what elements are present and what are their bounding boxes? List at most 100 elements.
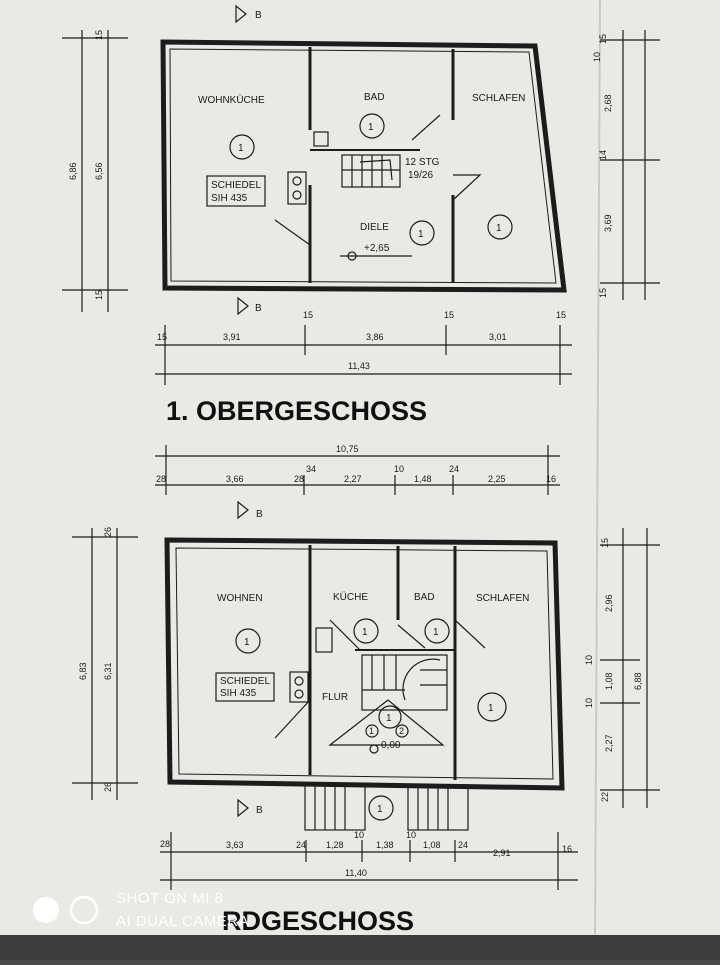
dim-left-3: 15: [94, 290, 104, 300]
ground-door-swing: [329, 619, 361, 651]
ground-chimney-box: [215, 672, 275, 702]
ground-floor-title: RDGESCHOSS: [222, 906, 414, 936]
ground-door-swing: [397, 624, 426, 649]
stair-steps-label: 12 STG: [405, 157, 440, 168]
dim-gbot-2: 24: [296, 840, 306, 850]
room-number: 1: [368, 122, 374, 133]
dim-gbot-5: 1,38: [376, 840, 394, 850]
ground-stove-burner: [294, 676, 304, 686]
upper-floor-labels: B B WOHNKÜCHE BAD SCHLAFEN DIELE +2,65 1…: [68, 10, 613, 426]
ground-floor-labels: 10,75 28 3,66 28 34 2,27 10 1,48 24 2,25…: [78, 444, 643, 936]
watermark-line-1: SHOT ON MI 8: [116, 890, 223, 907]
room-label-kueche: KÜCHE: [333, 591, 368, 603]
dim-left-2: 15: [94, 30, 104, 40]
upper-door-swing: [411, 114, 441, 141]
dim-gright-4: 10: [584, 698, 594, 708]
ground-door-swing: [454, 619, 486, 649]
dim-top-3: 3,86: [366, 332, 384, 342]
chimney-label-1: SCHIEDEL: [211, 180, 261, 191]
dim-gright-6: 2,27: [604, 734, 614, 752]
ground-level-marker: [369, 744, 379, 754]
dim-total: 11,43: [348, 361, 370, 371]
stair-arrow: [359, 159, 393, 181]
dim-top-5: 3,01: [489, 332, 507, 342]
dim-right-0: 15: [598, 34, 608, 44]
dim-gbot-4: 10: [354, 830, 364, 840]
chimney-label-1: SCHIEDEL: [220, 676, 270, 687]
chimney-label-2: SIH 435: [220, 688, 257, 699]
ground-stove: [289, 671, 309, 703]
section-label-top: B: [255, 10, 262, 21]
room-number-small: 1: [369, 726, 374, 736]
section-marker-top: [235, 4, 247, 24]
upper-floor-title: 1. OBERGESCHOSS: [166, 396, 427, 426]
dim-right-5: 15: [598, 288, 608, 298]
dim-overall: 10,75: [336, 444, 359, 454]
dim-left-0: 6,86: [68, 162, 78, 180]
room-number-small-2: 2: [399, 726, 404, 736]
ground-inner-wall-line: [175, 547, 554, 780]
section-marker-bottom: [237, 296, 249, 316]
upper-stove: [287, 171, 307, 205]
dim-gtop-7: 24: [449, 464, 459, 474]
dim-gbot-9: 2,91: [493, 848, 511, 858]
dim-gbot-1: 3,63: [226, 840, 244, 850]
watermark-logo-dot: [33, 897, 59, 923]
room-marker-bad: [359, 113, 385, 139]
room-marker-wohnkueche: [229, 134, 255, 160]
dim-gleft-0: 6,83: [78, 662, 88, 680]
room-marker-flur-2: [395, 724, 409, 738]
room-number: 1: [386, 713, 392, 724]
room-marker-kueche: [353, 618, 379, 644]
dim-gtop-4: 2,27: [344, 474, 362, 484]
camera-watermark: SHOT ON MI 8 AI DUAL CAMERA: [33, 890, 249, 930]
ground-shaft: [315, 627, 333, 653]
upper-floor-plan: [62, 4, 660, 385]
room-number: 1: [362, 627, 368, 638]
upper-stove-burner: [292, 190, 302, 200]
dim-gbot-8: 24: [458, 840, 468, 850]
section-marker-top: [237, 500, 249, 520]
section-marker-bottom: [237, 798, 249, 818]
room-number: 1: [488, 703, 494, 714]
ground-stair-curve: [402, 658, 441, 701]
stair-ratio-label: 19/26: [408, 170, 433, 181]
ground-door-swing: [274, 698, 311, 740]
dim-gright-0: 15: [600, 538, 610, 548]
dim-gtop-5: 10: [394, 464, 404, 474]
upper-stove-burner: [292, 176, 302, 186]
dim-right-3: 14: [598, 150, 608, 160]
room-number: 1: [244, 637, 250, 648]
diele-level: +2,65: [364, 243, 390, 254]
room-marker-schlafen: [487, 214, 513, 240]
dim-top-6: 15: [556, 310, 566, 320]
upper-stair: [341, 154, 401, 188]
room-number: 1: [433, 627, 439, 638]
upper-shaft: [313, 131, 329, 147]
dim-gtop-9: 16: [546, 474, 556, 484]
room-number: 1: [418, 229, 424, 240]
dim-gbot-0: 28: [160, 839, 170, 849]
room-marker-flur-1: [365, 724, 379, 738]
dim-gright-2: 10: [584, 655, 594, 665]
upper-chimney-box: [206, 175, 266, 207]
room-label-schlafen: SCHLAFEN: [472, 93, 525, 104]
dim-left-1: 6,56: [94, 162, 104, 180]
room-label-wohnen: WOHNEN: [217, 593, 263, 604]
dim-top-0: 15: [157, 332, 167, 342]
dim-gbot-7: 1,08: [423, 840, 441, 850]
chimney-label-2: SIH 435: [211, 193, 248, 204]
room-marker-flur: [378, 705, 402, 729]
dim-gright-7: 22: [600, 792, 610, 802]
dim-gbot-6: 10: [406, 830, 416, 840]
dim-gtop-2: 28: [294, 474, 304, 484]
page-fold: [594, 0, 601, 936]
dim-gright-1: 2,96: [604, 594, 614, 612]
upper-inner-wall-line: [169, 48, 557, 284]
dark-bottom-edge: [0, 935, 720, 960]
dim-top-4: 15: [444, 310, 454, 320]
room-marker-diele: [409, 220, 435, 246]
room-marker-entrance: [368, 795, 394, 821]
dim-gtop-6: 1,48: [414, 474, 432, 484]
